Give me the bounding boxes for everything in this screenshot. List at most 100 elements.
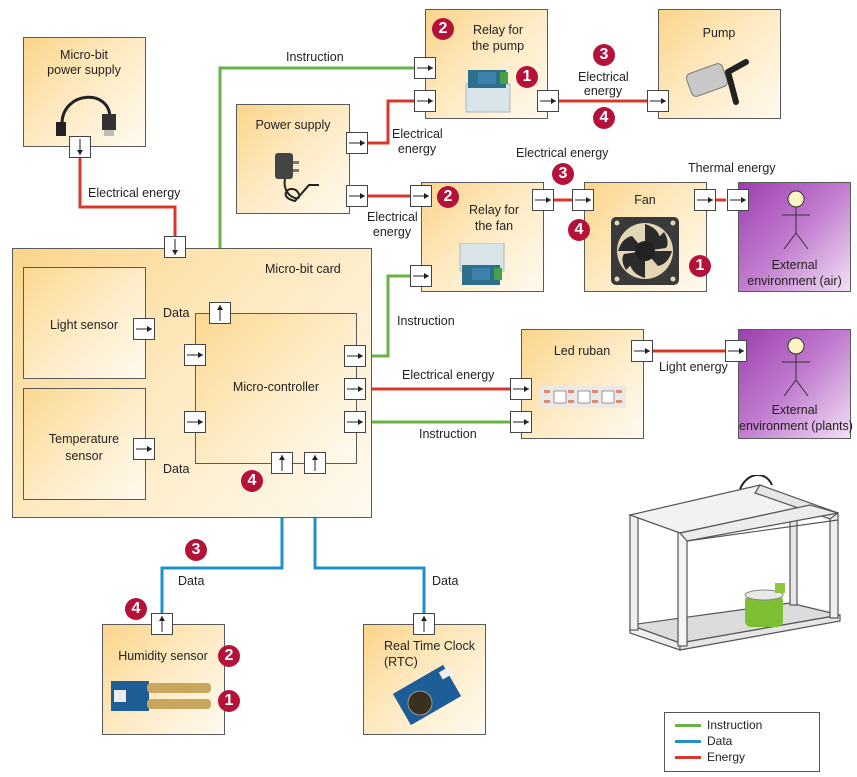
label-usb-energy: Electrical energy [88,186,181,200]
label-rtc-data: Data [432,574,459,588]
badge-humidity-4: 4 [125,598,147,620]
light-sensor-box: Light sensor [23,267,146,379]
legend-swatch-instruction [675,724,701,728]
env-plants-title-1: External [771,403,818,417]
port-mc-light-in [184,344,206,366]
port-mc-rtc-in [304,452,326,474]
port-mc-top-out [209,302,231,324]
stick-figure-icon [782,190,810,250]
greenhouse-icon [627,475,841,651]
badge-fan-4: 4 [568,219,590,241]
relay-pump-title-1: Relay for [472,23,524,37]
rtc-title-2: (RTC) [384,655,418,669]
legend-label-instruction: Instruction [707,718,763,732]
port-usb-out [69,136,91,158]
port-air-in [727,189,749,211]
legend: Instruction Data Energy [664,712,820,772]
port-fan-in [572,189,594,211]
relay-pump-box: Relay for the pump [425,9,548,119]
port-ps-out-1 [346,132,368,154]
env-plants-title-2: environment (plants) [739,419,853,433]
badge-fan-wire-3: 3 [552,163,574,185]
label-fan-to-air: Thermal energy [688,161,776,175]
fan-icon [611,217,679,285]
microbit-power-supply-box: Micro-bit power supply [23,37,146,147]
port-relay-fan-out [532,189,554,211]
label-relay-pump-to-pump-2: energy [583,84,623,98]
badge-fan-1: 1 [689,255,711,277]
legend-item-data: Data [675,734,732,748]
rtc-box: Real Time Clock (RTC) [363,624,486,735]
label-ps-pump-2: energy [397,142,437,156]
pump-icon [685,59,749,105]
led-strip-icon [540,386,626,408]
external-environment-air-box: External environment (air) [738,182,851,292]
pump-box: Pump [658,9,781,119]
port-rtc-out [413,613,435,635]
badge-relay-pump-2: 2 [432,18,454,40]
stick-figure-icon [782,337,810,397]
badge-humidity-2: 2 [218,645,240,667]
port-mc-out-led-energy [344,378,366,400]
power-supply-title: Power supply [255,118,331,132]
port-relay-pump-instruction-in [414,57,436,79]
temperature-sensor-title-1: Temperature [48,432,120,446]
port-mc-out-fan-instruction [344,345,366,367]
wire-instruction-fan [365,274,410,358]
usb-cable-icon [56,95,116,136]
wire-ps-pump [368,99,420,145]
port-mc-humidity-in [271,452,293,474]
port-pump-in [647,90,669,112]
humidity-sensor-box: Humidity sensor [102,624,225,735]
temperature-sensor-box: Temperature sensor [23,388,146,500]
power-adapter-icon [275,153,319,203]
badge-humidity-wire-3: 3 [185,539,207,561]
microbit-power-supply-title-1: Micro-bit [60,48,108,62]
label-mc-led-energy: Electrical energy [402,368,495,382]
label-relay-fan-to-fan: Electrical energy [516,146,609,160]
power-supply-box: Power supply [236,104,350,214]
soil-probe-icon [111,681,211,711]
wire-usb-energy [78,158,177,240]
label-mc-led-instruction: Instruction [419,427,477,441]
port-ps-out-2 [346,185,368,207]
label-ps-fan-2: energy [372,225,412,239]
port-light-sensor-out [133,318,155,340]
relay-board-icon [465,70,511,113]
fan-title: Fan [634,193,656,207]
legend-label-energy: Energy [707,750,746,764]
label-ps-fan-1: Electrical [367,210,418,224]
wire-humidity-data [160,470,284,618]
label-relay-pump-to-pump-1: Electrical [578,70,629,84]
label-ps-pump-1: Electrical [392,127,443,141]
label-led-to-plants: Light energy [659,360,728,374]
label-humidity-data: Data [178,574,205,588]
badge-humidity-1: 1 [218,690,240,712]
port-led-energy-in [510,378,532,400]
microcontroller-box: Micro-controller [195,313,357,464]
port-microbit-in [164,236,186,258]
legend-swatch-data [675,740,701,744]
microbit-card-title: Micro-bit card [265,262,341,276]
env-air-title-2: environment (air) [747,274,842,288]
label-temp-data: Data [163,462,190,476]
label-light-data: Data [163,306,190,320]
port-temperature-sensor-out [133,438,155,460]
label-instruction-pump: Instruction [286,50,344,64]
relay-pump-title-2: the pump [471,39,525,53]
badge-relay-pump-1: 1 [516,66,538,88]
pump-title: Pump [702,26,736,40]
port-relay-pump-out [537,90,559,112]
port-relay-pump-energy-in [414,90,436,112]
wire-rtc-data [313,470,426,618]
label-instruction-fan: Instruction [397,314,455,328]
light-sensor-title: Light sensor [49,318,119,332]
port-mc-out-led-instruction [344,411,366,433]
badge-pump-wire-3: 3 [593,44,615,66]
fan-box: Fan [584,182,707,292]
legend-item-energy: Energy [675,750,745,764]
relay-board-icon [459,243,505,285]
badge-microbit-4: 4 [241,470,263,492]
led-ruban-title: Led ruban [553,344,611,358]
